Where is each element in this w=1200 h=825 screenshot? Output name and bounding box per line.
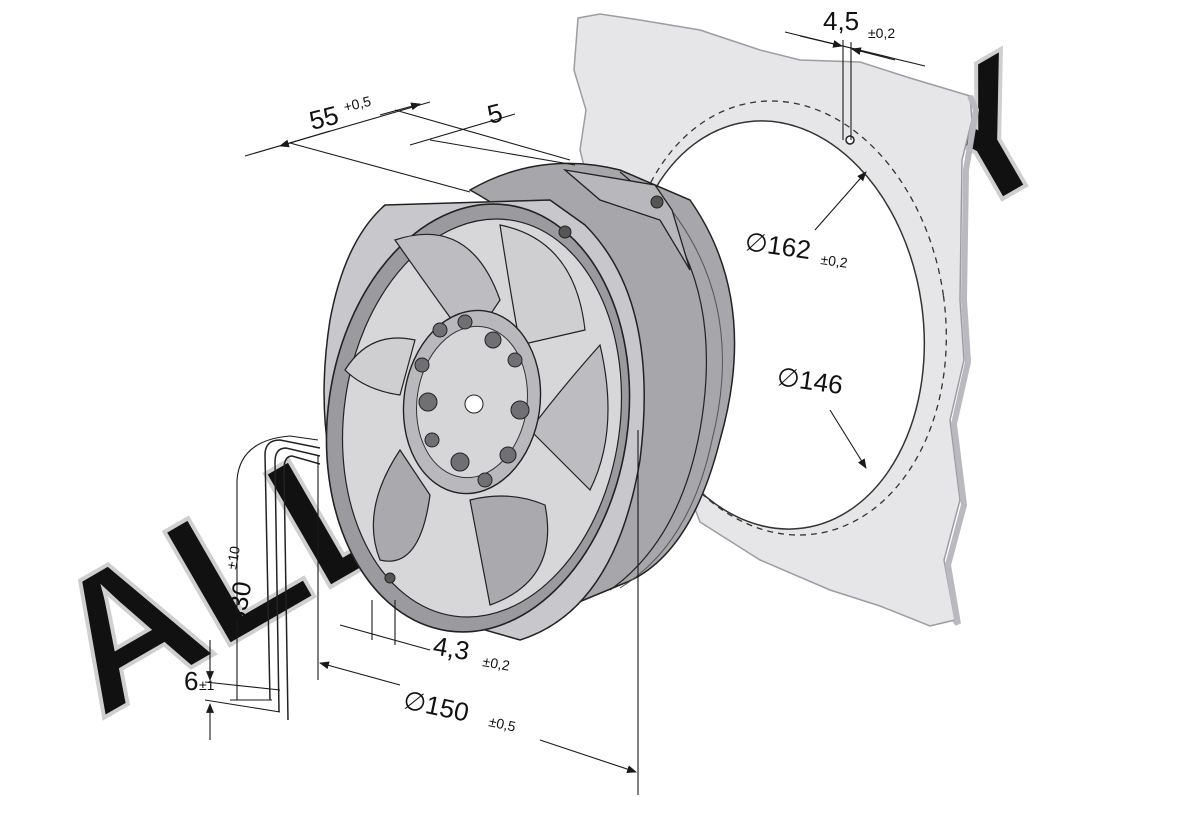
dim-arrow [539, 739, 637, 773]
fan-blade [372, 448, 431, 562]
fan-blade [344, 337, 416, 396]
lead-wire-2 [274, 447, 321, 713]
fan-blade [499, 224, 586, 346]
fan-flange-top [562, 168, 691, 271]
fan-blade [469, 495, 549, 606]
dim-line [394, 109, 571, 161]
dim-fan-diameter-value: ∅150 [401, 685, 472, 728]
fan-housing-rib-2 [619, 184, 723, 589]
flange-hole-right [558, 225, 572, 239]
dim-flange-value: 5 [484, 97, 505, 130]
dim-lead-length-value: 330 [220, 579, 257, 627]
dim-mount-hole-tol: ±0,2 [481, 653, 511, 674]
hub-hole [450, 452, 470, 472]
hub-center [464, 394, 484, 414]
dim-lead-strip-value: 6 [184, 666, 198, 696]
dim-panel-thickness-value: 4,5 [823, 6, 859, 36]
flange-hole-left [384, 572, 396, 584]
hub-hole [484, 331, 502, 349]
cable-leads [264, 439, 321, 721]
lead-wire-1 [264, 439, 321, 701]
dim-arrow [319, 661, 401, 686]
dim-arrow [279, 130, 331, 148]
hub-hole [414, 357, 430, 373]
hub-hole [457, 314, 473, 330]
dim-line [409, 113, 516, 146]
panel-edge [944, 94, 980, 626]
dim-lead-strip-tol: ±1 [199, 677, 215, 693]
lead-wire-3 [283, 455, 321, 721]
dim-outer-diameter-tol: ±0,2 [820, 251, 849, 271]
dim-arrow [379, 102, 421, 116]
dim-depth-tol: +0,5 [342, 93, 373, 115]
dim-line [429, 139, 576, 166]
dim-line [236, 435, 319, 481]
dim-line [339, 624, 431, 651]
flange-hole-top [650, 195, 664, 209]
dim-lead-length-tol: ±10 [223, 545, 243, 571]
dim-arrow [799, 35, 843, 48]
hub-hole [510, 400, 530, 420]
fan-blade [529, 343, 609, 492]
hub-hole [499, 446, 517, 464]
dim-line [289, 142, 471, 193]
dim-leader [814, 171, 867, 231]
dim-line [204, 681, 281, 691]
fan [323, 162, 736, 641]
dim-mount-hole-value: 4,3 [431, 630, 472, 666]
dim-fan-diameter-tol: ±0,5 [487, 713, 517, 734]
dim-panel-thickness-tol: ±0,2 [868, 25, 895, 41]
hub-hole [418, 392, 438, 412]
dim-leader [829, 409, 867, 469]
hub-hole [507, 352, 523, 368]
dim-arrow [851, 47, 896, 61]
dimension-lines [204, 31, 926, 795]
hub-hole [477, 472, 493, 488]
hub-holes [414, 314, 530, 488]
dim-line [204, 699, 281, 713]
hub-hole [432, 322, 448, 338]
hub-hole [424, 432, 440, 448]
dim-depth-value: 55 [306, 100, 341, 136]
panel-mount-hole [845, 135, 855, 145]
